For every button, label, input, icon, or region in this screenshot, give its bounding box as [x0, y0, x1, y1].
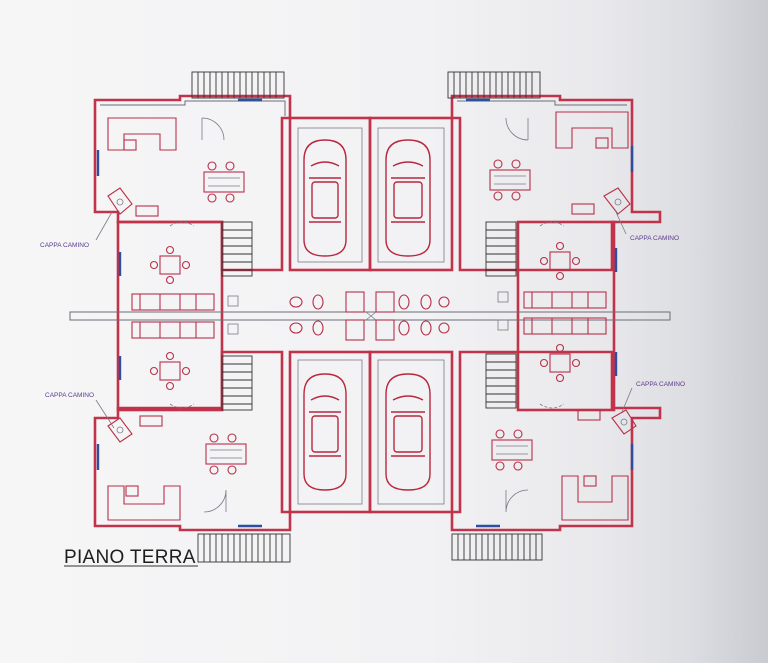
fireplace-hood-label: CAPPA CAMINO: [636, 381, 685, 388]
interior-stairs: [221, 221, 517, 411]
kitchen-tables: [149, 241, 581, 391]
fireplace-hood-label: CAPPA CAMINO: [40, 242, 89, 249]
kitchen-counters: [131, 291, 607, 339]
garages: [288, 116, 454, 514]
doors: [169, 117, 565, 513]
parked-cars: [303, 139, 431, 491]
sofas: [107, 111, 629, 521]
plan-title: PIANO TERRA: [64, 547, 196, 568]
fireplace-hood-label: CAPPA CAMINO: [630, 235, 679, 242]
exterior-walls: [69, 94, 671, 532]
dining-tables: [203, 159, 533, 475]
car: [303, 139, 347, 257]
entry-steps: [191, 71, 543, 563]
fireplace-hood-label: CAPPA CAMINO: [45, 392, 94, 399]
car: [303, 373, 347, 491]
callout-leaders: [95, 211, 633, 429]
windows: [96, 98, 634, 528]
bathroom-fixtures: [227, 291, 509, 341]
car: [385, 139, 431, 257]
fireplaces: [107, 187, 637, 443]
car: [385, 373, 431, 491]
